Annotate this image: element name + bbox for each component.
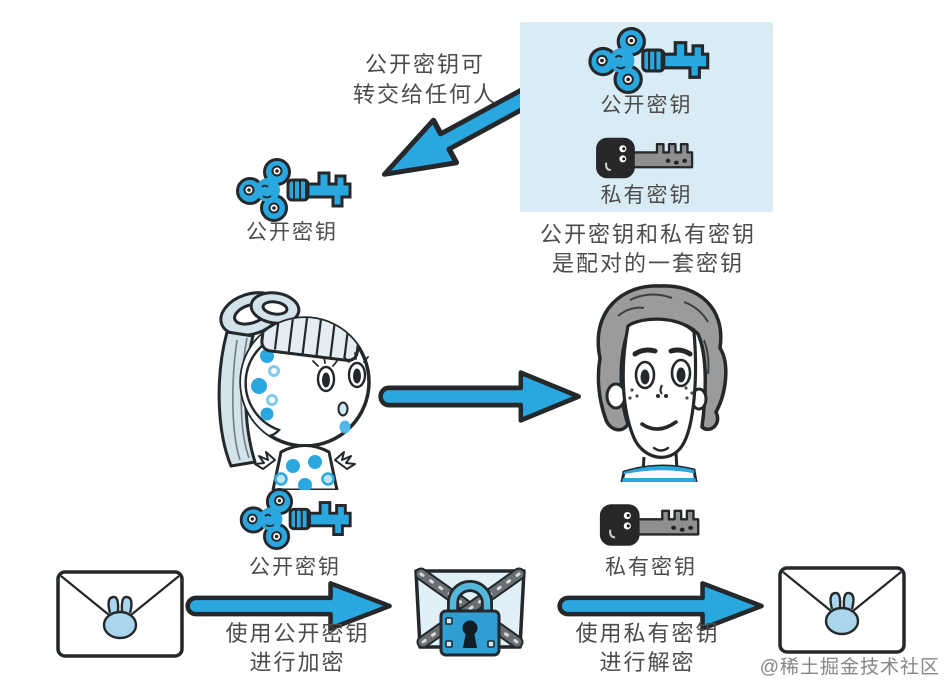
public-key-icon — [584, 27, 710, 94]
private-key-icon — [594, 134, 696, 182]
note-line-2: 转交给任何人 — [352, 82, 497, 107]
public-key-transfer-note: 公开密钥可 转交给任何人 — [320, 50, 530, 110]
boy-character — [596, 284, 728, 482]
key-pair-caption: 公开密钥和私有密钥 是配对的一套密钥 — [510, 220, 786, 278]
decrypt-caption-line-2: 进行解密 — [599, 650, 696, 675]
key-pair-panel: 公开密钥 私有密钥 — [520, 22, 773, 212]
locked-envelope-icon — [414, 567, 526, 657]
encrypt-caption-line-1: 使用公开密钥 — [225, 621, 370, 646]
decrypt-caption-line-1: 使用私有密钥 — [575, 621, 720, 646]
encrypt-caption-line-2: 进行加密 — [249, 650, 346, 675]
panel-public-key-label: 公开密钥 — [600, 94, 693, 117]
receiver-private-key-icon — [598, 500, 702, 550]
sender-public-key-icon — [235, 488, 353, 550]
plain-message-envelope-icon — [54, 567, 186, 661]
note-line-1: 公开密钥可 — [364, 52, 485, 77]
girl-character — [217, 291, 371, 490]
decrypted-message-envelope-icon — [776, 563, 908, 657]
pair-caption-line-2: 是配对的一套密钥 — [551, 251, 744, 276]
watermark: @稀土掘金技术社区 — [759, 657, 940, 678]
pair-caption-line-1: 公开密钥和私有密钥 — [539, 222, 756, 247]
decrypt-caption: 使用私有密钥 进行解密 — [560, 619, 735, 677]
send-message-arrow-icon — [377, 366, 585, 427]
sender-public-key-label: 公开密钥 — [249, 556, 341, 579]
received-public-key-icon — [232, 158, 352, 222]
received-public-key-label: 公开密钥 — [246, 221, 338, 244]
panel-private-key-label: 私有密钥 — [600, 184, 693, 207]
encrypt-caption: 使用公开密钥 进行加密 — [210, 619, 385, 677]
receiver-private-key-label: 私有密钥 — [605, 556, 697, 579]
padlock-icon — [439, 580, 501, 657]
